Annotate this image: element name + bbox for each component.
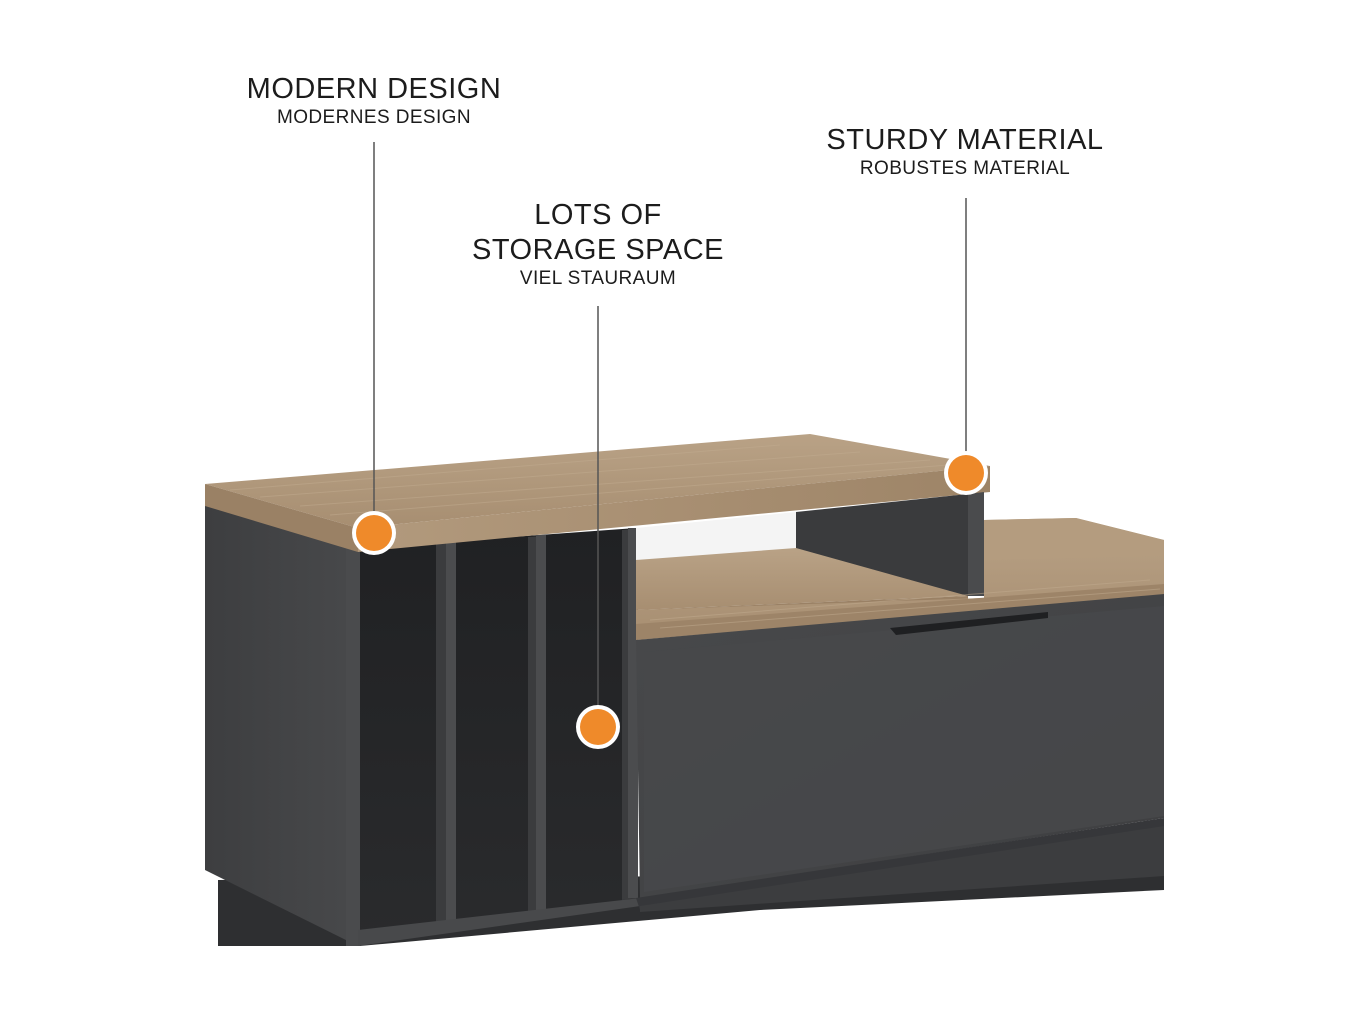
callout-storage-space: LOTS OF STORAGE SPACE VIEL STAURAUM [448, 198, 748, 290]
lower-top-board [636, 518, 1164, 640]
drawer-front [636, 594, 1164, 910]
cabinet-lower-right [640, 826, 1164, 912]
drawer-handle [890, 612, 1048, 635]
front-edge [346, 548, 360, 946]
callout-title-line1: LOTS OF [534, 199, 662, 231]
callout-markers [352, 451, 988, 749]
cabinet-left-side [205, 500, 358, 946]
marker-storage-space [580, 709, 616, 745]
shelf-gap [636, 512, 796, 560]
callout-sturdy-material: STURDY MATERIAL ROBUSTES MATERIAL [815, 123, 1115, 180]
callout-subtitle: ROBUSTES MATERIAL [859, 158, 1071, 179]
front-edge [536, 535, 546, 914]
callout-title: MODERN DESIGN [246, 73, 502, 105]
marker-modern-design [356, 515, 392, 551]
callout-subtitle: VIEL STAURAUM [519, 268, 677, 289]
callout-modern-design: MODERN DESIGN MODERNES DESIGN [224, 72, 524, 129]
callout-subtitle: MODERNES DESIGN [277, 107, 471, 128]
callout-title: STURDY MATERIAL [826, 124, 1104, 156]
front-edge [628, 528, 638, 898]
open-compartments [346, 528, 640, 946]
callout-title-line2: STORAGE SPACE [472, 234, 724, 266]
top-support-block [796, 492, 984, 596]
callout-lines [373, 142, 967, 708]
marker-sturdy-material [948, 455, 984, 491]
front-edge [446, 541, 456, 928]
